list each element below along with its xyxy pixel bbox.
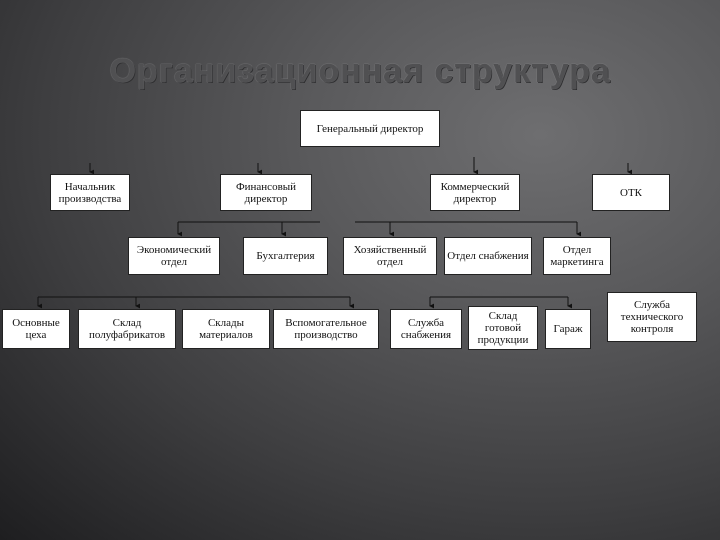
node-semi-finished-warehouse: Склад полуфабрикатов bbox=[78, 309, 176, 349]
node-head-of-production: Начальник производства bbox=[50, 174, 130, 211]
node-supply-dept: Отдел снабжения bbox=[444, 237, 532, 275]
node-materials-warehouses: Склады материалов bbox=[182, 309, 270, 349]
node-general-director: Генеральный директор bbox=[300, 110, 440, 147]
node-main-workshops: Основные цеха bbox=[2, 309, 70, 349]
node-quality-control-service: Служба технического контроля bbox=[607, 292, 697, 342]
node-otk: ОТК bbox=[592, 174, 670, 211]
node-marketing-dept: Отдел маркетинга bbox=[543, 237, 611, 275]
node-garage: Гараж bbox=[545, 309, 591, 349]
node-auxiliary-production: Вспомогательное производство bbox=[273, 309, 379, 349]
node-economic-dept: Экономический отдел bbox=[128, 237, 220, 275]
node-household-dept: Хозяйственный отдел bbox=[343, 237, 437, 275]
node-accounting: Бухгалтерия bbox=[243, 237, 328, 275]
page-title: Организационная структура bbox=[109, 52, 611, 90]
node-finished-goods-warehouse: Склад готовой продукции bbox=[468, 306, 538, 350]
node-financial-director: Финансовый директор bbox=[220, 174, 312, 211]
node-supply-service: Служба снабжения bbox=[390, 309, 462, 349]
node-commercial-director: Коммерческий директор bbox=[430, 174, 520, 211]
